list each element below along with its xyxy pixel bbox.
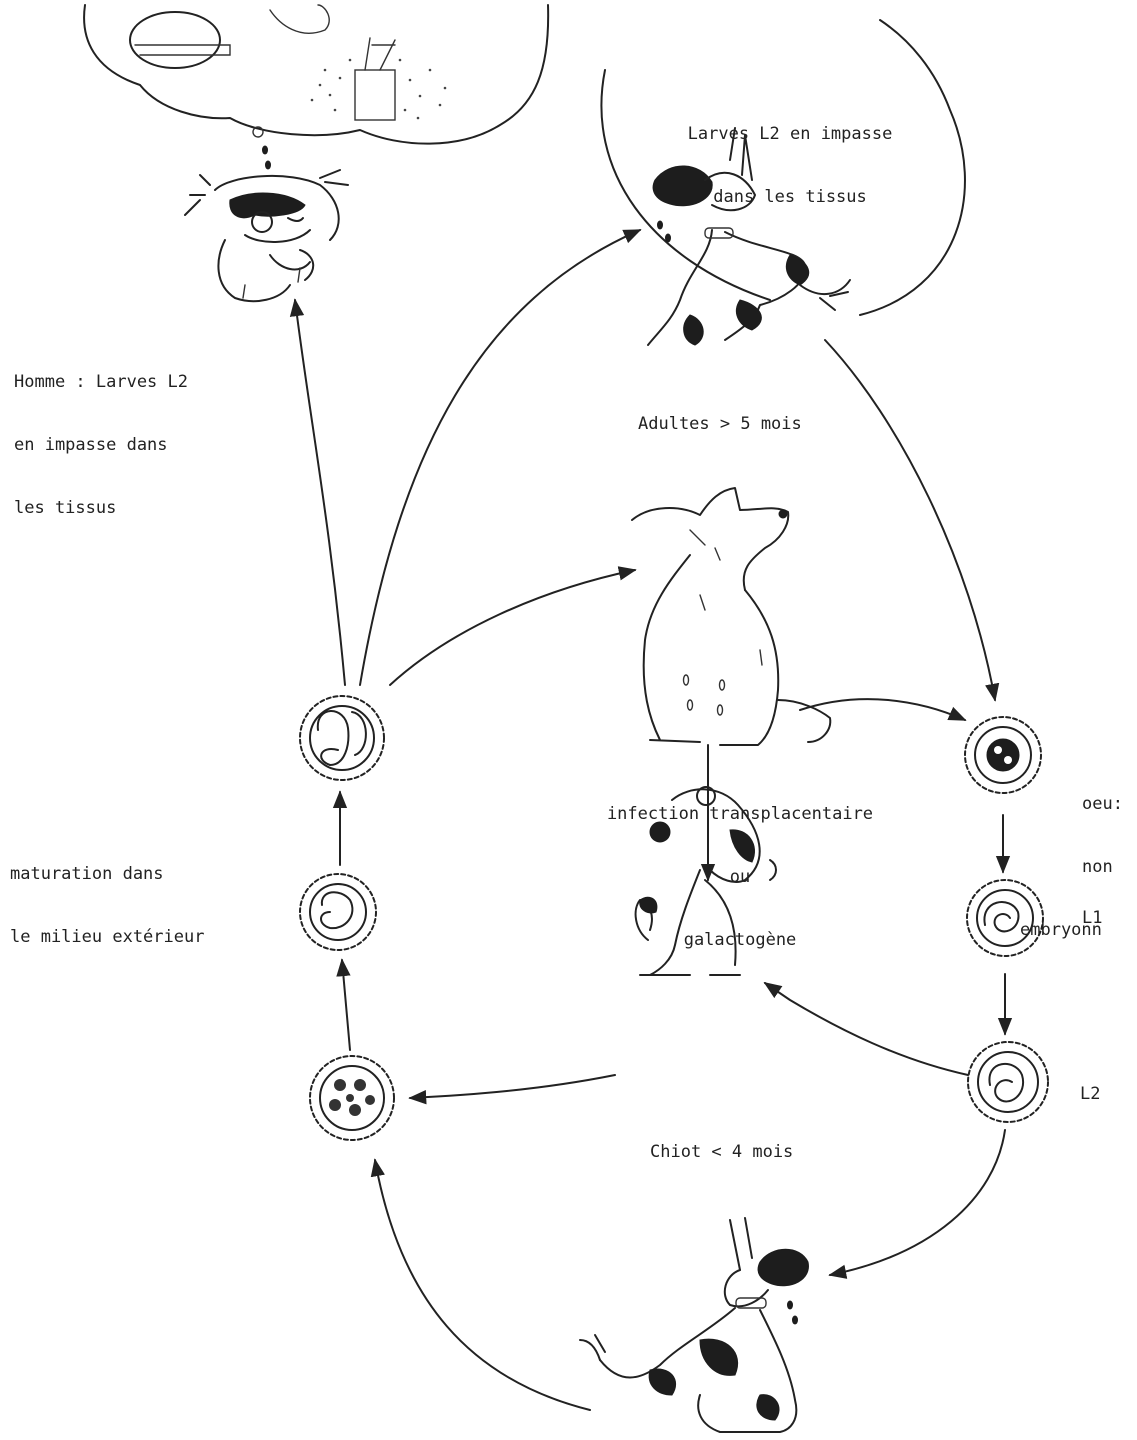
arrow-dog-to-egg [824,339,1000,702]
arrow-egg-to-dog [359,229,642,686]
egg-icon [966,879,1044,957]
egg-line-1: oeu: [1082,794,1123,814]
egg-icon [964,716,1042,794]
egg-line-2: non [1082,857,1113,877]
arrow-bottom-dog-to-egg [370,1158,591,1411]
arrow-l2-to-puppy [763,981,969,1076]
arrow-egg-to-egg-1 [336,958,351,1051]
egg-line-3: embryonn [1020,920,1102,940]
arrow-egg-to-mother [389,566,637,686]
spotted-dog-icon [579,1217,809,1433]
spotted-dog-icon [600,19,966,346]
dog-l2-line-1: Larves L2 en impasse [687,124,893,144]
dog-l2-label: Larves L2 en impasse dans les tissus [640,82,940,229]
puppy-icon [634,786,777,976]
egg-icon [299,873,377,951]
human-l2-line-2: en impasse dans [14,435,168,455]
infection-line-2: ou [729,867,751,887]
thought-cloud-icon [83,4,550,170]
maturation-line-2: le milieu extérieur [10,927,205,947]
egg-icon [967,1041,1049,1123]
human-l2-line-3: les tissus [14,498,117,518]
arrow-l2-to-bottom-dog [828,1129,1006,1279]
egg-icon [299,695,385,781]
arrow-mother-to-egg [799,698,967,721]
infection-label: infection transplacentaire ou galactogèn… [570,762,910,972]
infection-line-1: infection transplacentaire [606,804,874,824]
infection-line-3: galactogène [683,930,797,950]
human-l2-label: Homme : Larves L2 en impasse dans les ti… [14,330,188,540]
thinking-man-icon [184,169,349,303]
adults-label: Adultes > 5 mois [638,414,802,434]
maturation-label: maturation dans le milieu extérieur [10,822,204,969]
egg-icon [309,1055,395,1141]
human-l2-line-1: Homme : Larves L2 [14,372,188,392]
dog-l2-line-2: dans les tissus [713,187,867,207]
l1-label: L1 [1082,908,1103,928]
egg-unembryonated-label: oeu: non embryonn [1020,752,1137,962]
puppy-label: Chiot < 4 mois [650,1142,794,1162]
maturation-line-1: maturation dans [10,864,164,884]
arrow-puppy-to-egg [408,1074,616,1105]
l2-label: L2 [1080,1084,1101,1104]
arrow-egg-to-human [289,298,346,686]
nursing-dog-icon [631,487,832,746]
